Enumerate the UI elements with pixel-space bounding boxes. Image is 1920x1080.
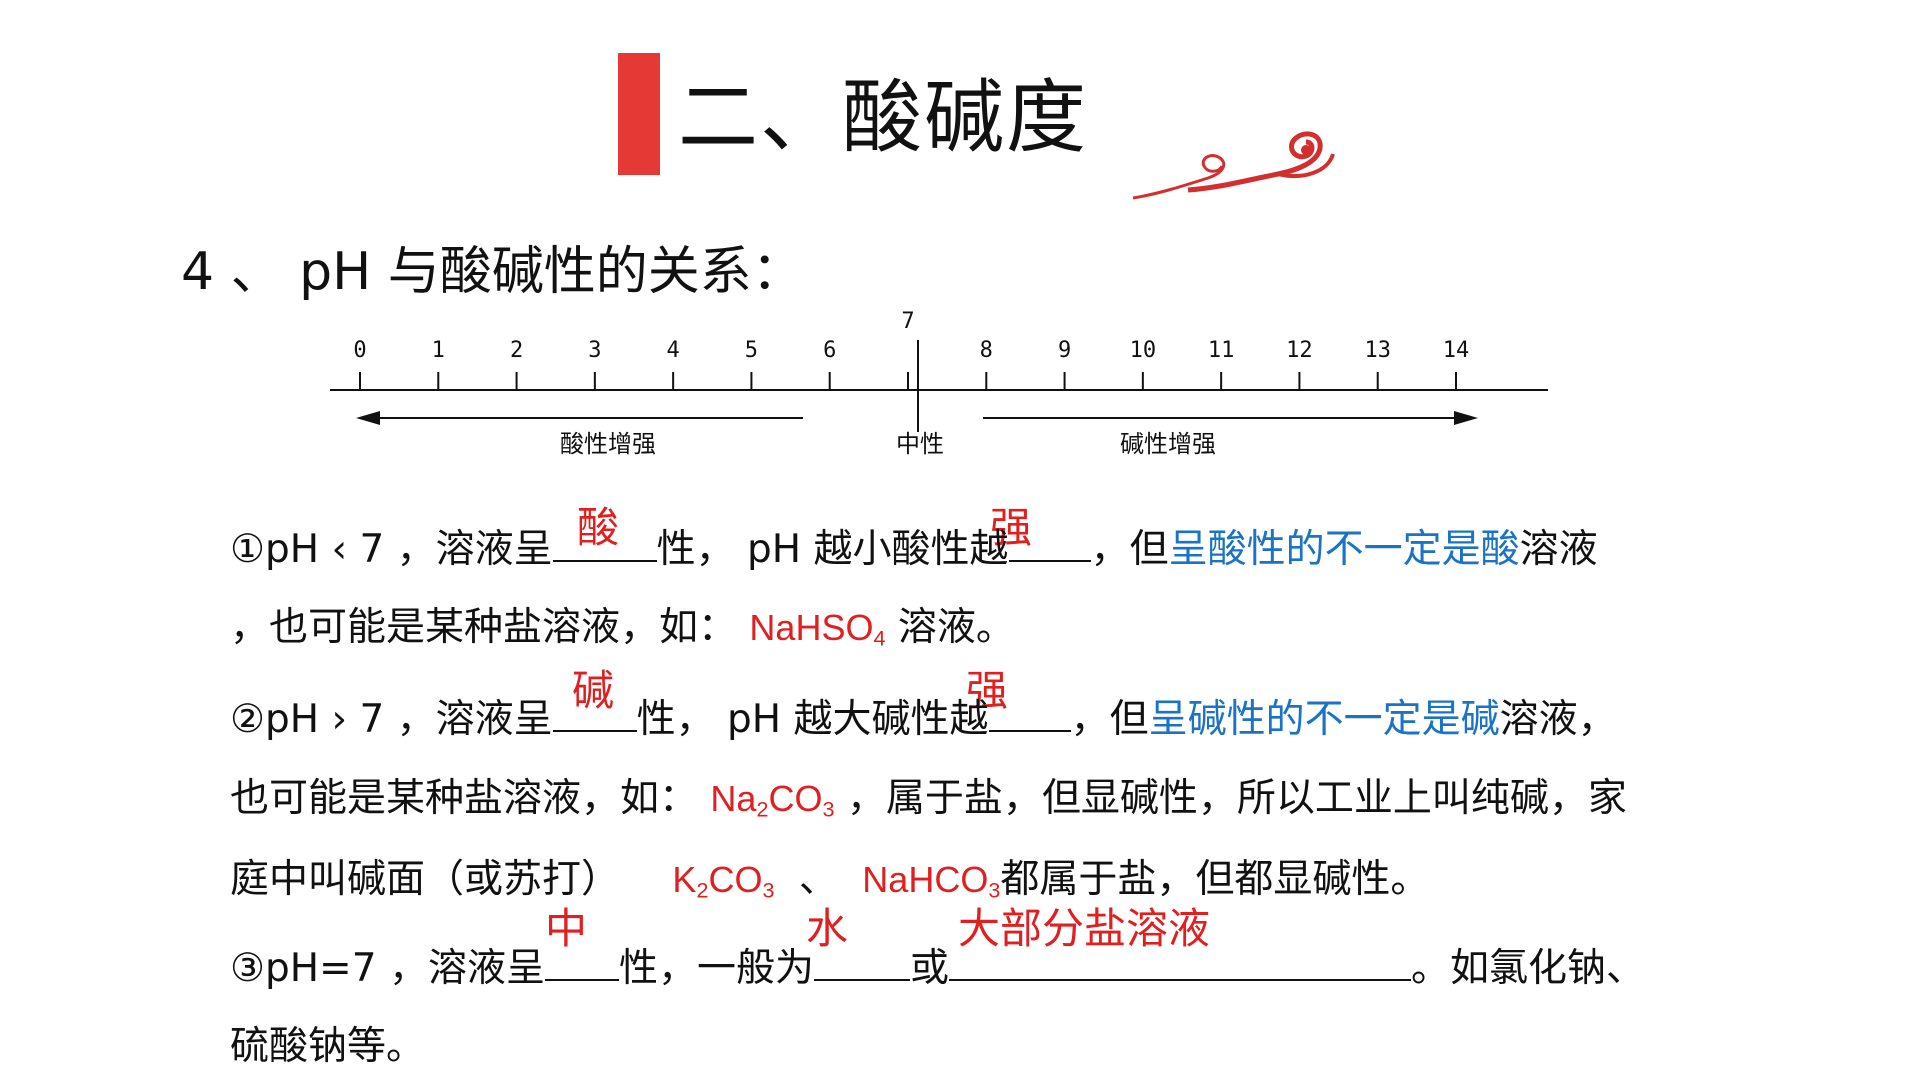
answer-neutral: 中 xyxy=(545,904,588,953)
section-heading: 4 、 pH 与酸碱性的关系： xyxy=(181,242,804,302)
scale-tick-label: 4 xyxy=(667,338,680,363)
blank-2 xyxy=(1008,526,1091,562)
scale-tick-label: 7 xyxy=(901,309,914,334)
scale-tick-label: 3 xyxy=(588,338,601,363)
item3-line1: ③pH=7 ，溶液呈性，一般为或。如氯化钠、 xyxy=(230,945,1645,991)
blank-6 xyxy=(813,945,910,981)
answer-most-salts: 大部分盐溶液 xyxy=(958,904,1211,953)
acid-label: 酸性增强 xyxy=(560,430,656,458)
page-title: 二、酸碱度 xyxy=(678,71,1088,164)
item3-line2: 硫酸钠等。 xyxy=(230,1024,426,1069)
highlight-acid-note: 呈酸性的不一定是酸 xyxy=(1168,527,1520,572)
scale-tick-label: 11 xyxy=(1208,338,1235,363)
scale-tick-label: 14 xyxy=(1443,338,1470,363)
title-accent-bar xyxy=(618,53,660,175)
item3-marker: ③ xyxy=(230,946,265,991)
base-arrowhead xyxy=(1454,411,1478,425)
answer-stronger-acid: 强 xyxy=(990,503,1033,552)
highlight-base-note: 呈碱性的不一定是碱 xyxy=(1148,697,1500,742)
cloud-ornament-icon xyxy=(1132,131,1335,200)
scale-tick-label: 9 xyxy=(1058,338,1071,363)
item2-line3: 庭中叫碱面（或苏打） K2CO3 、 NaHCO3都属于盐，但都显碱性。 xyxy=(230,857,1430,903)
scale-tick-label: 0 xyxy=(353,338,366,363)
item2-line1: ②pH › 7 ，溶液呈性， pH 越大碱性越，但呈碱性的不一定是碱溶液， xyxy=(230,696,1617,742)
acid-arrowhead xyxy=(356,411,380,425)
formula-nahso4: NaHSO4 xyxy=(749,607,886,651)
answer-acidic: 酸 xyxy=(577,503,620,552)
base-label: 碱性增强 xyxy=(1120,430,1216,458)
item1-marker: ① xyxy=(230,527,265,572)
scale-tick-label: 8 xyxy=(980,338,993,363)
blank-3 xyxy=(552,696,637,732)
answer-basic: 碱 xyxy=(572,666,615,715)
item2-marker: ② xyxy=(230,697,265,742)
scale-tick-label: 12 xyxy=(1286,338,1313,363)
answer-stronger-base: 强 xyxy=(966,666,1009,715)
formula-na2co3: Na2CO3 xyxy=(710,778,835,822)
scale-tick-label: 2 xyxy=(510,338,523,363)
neutral-label: 中性 xyxy=(896,430,944,458)
blank-4 xyxy=(988,696,1071,732)
scale-tick-label: 6 xyxy=(823,338,836,363)
blank-1 xyxy=(552,526,657,562)
blank-7 xyxy=(948,945,1411,981)
scale-tick-label: 13 xyxy=(1364,338,1391,363)
scale-tick-label: 5 xyxy=(745,338,758,363)
scale-tick-label: 1 xyxy=(432,338,445,363)
item1-line2: ，也可能是某种盐溶液，如： NaHSO4 溶液。 xyxy=(230,605,1015,651)
answer-water: 水 xyxy=(806,904,849,953)
formula-nahco3: NaHCO3 xyxy=(862,859,1001,903)
formula-k2co3: K2CO3 xyxy=(672,859,775,903)
item1-line1: ①pH ‹ 7 ，溶液呈性， pH 越小酸性越，但呈酸性的不一定是酸溶液 xyxy=(230,526,1598,572)
item2-line2: 也可能是某种盐溶液，如： Na2CO3 ，属于盐，但显碱性，所以工业上叫纯碱，家 xyxy=(230,776,1627,822)
blank-5 xyxy=(544,945,619,981)
scale-tick-label: 10 xyxy=(1130,338,1157,363)
